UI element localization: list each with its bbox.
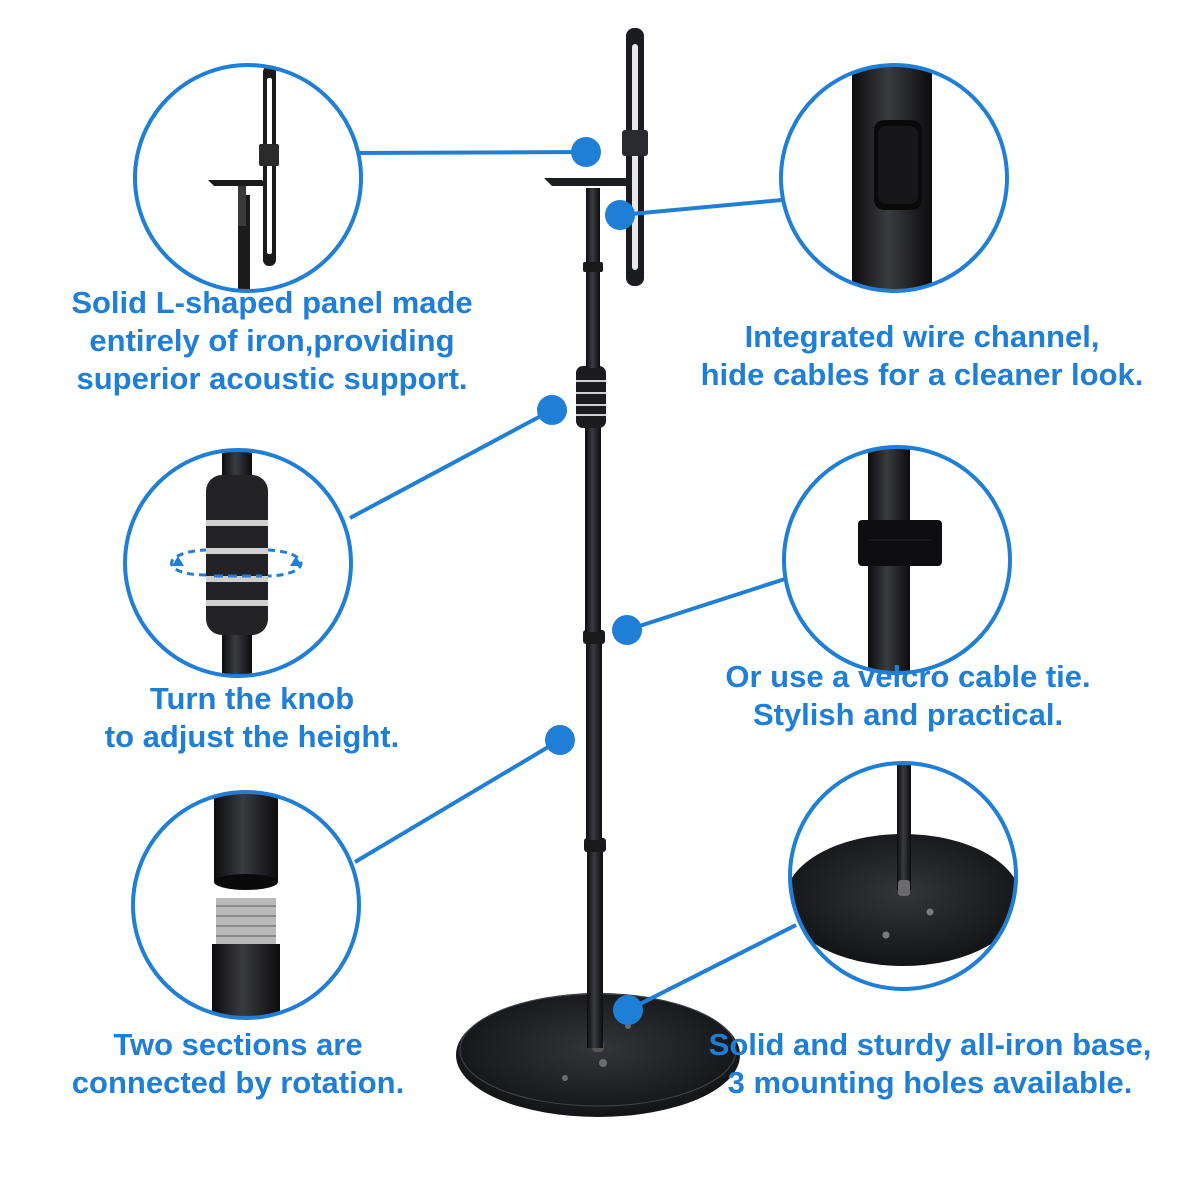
detail-circle-knob	[123, 448, 353, 678]
callout-connectors	[349, 150, 797, 1012]
stand-base	[456, 993, 740, 1117]
caption-sections: Two sections are connected by rotation.	[71, 1027, 405, 1100]
caption-velcro: Or use a velcro cable tie. Stylish and p…	[725, 659, 1091, 732]
callout-dot-icon	[605, 200, 635, 230]
stand-knob	[576, 366, 606, 428]
callout-dot-icon	[537, 395, 567, 425]
rotation-arrow-icon	[170, 548, 303, 578]
detail-circle-base	[788, 761, 1018, 991]
caption-knob: Turn the knob to adjust the height.	[104, 681, 400, 754]
detail-circle-wire-channel	[779, 63, 1009, 293]
stand-l-panel	[544, 178, 640, 186]
callout-dot-icon	[571, 137, 601, 167]
caption-base: Solid and sturdy all-iron base, 3 mounti…	[708, 1027, 1152, 1100]
stand-illustration	[456, 28, 740, 1117]
callout-dot-icon	[545, 725, 575, 755]
callout-dots	[537, 137, 643, 1025]
detail-circle-l-panel	[133, 63, 363, 293]
callout-dot-icon	[612, 615, 642, 645]
caption-wire-channel: Integrated wire channel, hide cables for…	[700, 319, 1144, 392]
detail-circle-velcro	[782, 445, 1012, 675]
caption-l-panel: Solid L-shaped panel made entirely of ir…	[71, 285, 473, 396]
callout-dot-icon	[613, 995, 643, 1025]
detail-circle-sections	[131, 790, 361, 1020]
